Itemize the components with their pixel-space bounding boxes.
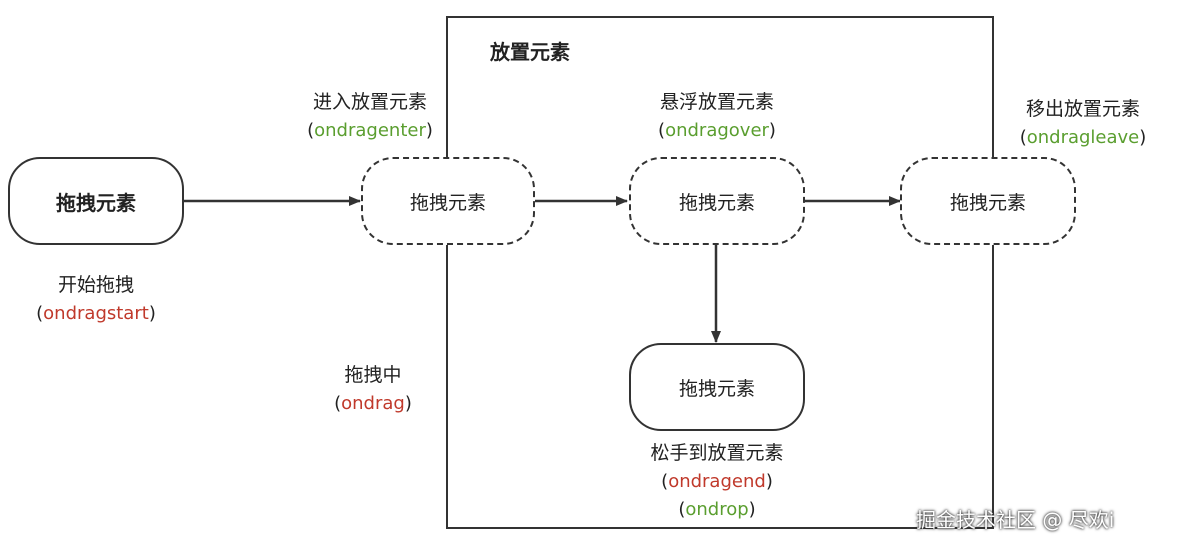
label-drop-text: 松手到放置元素 [650, 442, 784, 464]
event-ondragend: ondragend [668, 471, 766, 492]
label-dragenter-event: (ondragenter) [307, 120, 433, 141]
node-drag-over: 拖拽元素 [629, 157, 805, 245]
label-dragenter: 进入放置元素 (ondragenter) [280, 87, 460, 145]
label-drag-text: 拖拽中 [344, 364, 402, 386]
watermark: 掘金技术社区 @ 尽欢i [916, 508, 1115, 532]
label-drop-event-1: (ondragend) [661, 471, 773, 492]
label-dragover-text: 悬浮放置元素 [659, 91, 774, 113]
label-dragenter-text: 进入放置元素 [312, 91, 427, 113]
label-dragstart-event: (ondragstart) [36, 303, 156, 324]
drop-zone-title: 放置元素 [490, 40, 570, 64]
label-dragleave-event: (ondragleave) [1019, 127, 1147, 148]
node-drag-source: 拖拽元素 [8, 157, 184, 245]
label-dragleave-text: 移出放置元素 [1025, 98, 1140, 120]
node-drop: 拖拽元素 [629, 343, 805, 431]
label-dragleave: 移出放置元素 (ondragleave) [995, 94, 1171, 152]
label-drop-event-2: (ondrop) [678, 499, 756, 520]
drop-zone-frame [446, 16, 994, 529]
event-ondragstart: ondragstart [43, 303, 149, 324]
event-ondrag: ondrag [341, 393, 405, 414]
label-drag-event: (ondrag) [334, 393, 412, 414]
node-drag-leave: 拖拽元素 [900, 157, 1076, 245]
event-ondragleave: ondragleave [1026, 127, 1140, 148]
event-ondragenter: ondragenter [314, 120, 426, 141]
label-drag: 拖拽中 (ondrag) [300, 360, 446, 418]
event-ondragover: ondragover [665, 120, 769, 141]
label-dragstart-text: 开始拖拽 [57, 274, 134, 296]
label-dragover-event: (ondragover) [658, 120, 776, 141]
node-drag-enter: 拖拽元素 [361, 157, 535, 245]
label-drop: 松手到放置元素 (ondragend) (ondrop) [620, 438, 814, 524]
label-dragstart: 开始拖拽 (ondragstart) [0, 270, 192, 328]
label-dragover: 悬浮放置元素 (ondragover) [627, 87, 807, 145]
event-ondrop: ondrop [685, 499, 749, 520]
